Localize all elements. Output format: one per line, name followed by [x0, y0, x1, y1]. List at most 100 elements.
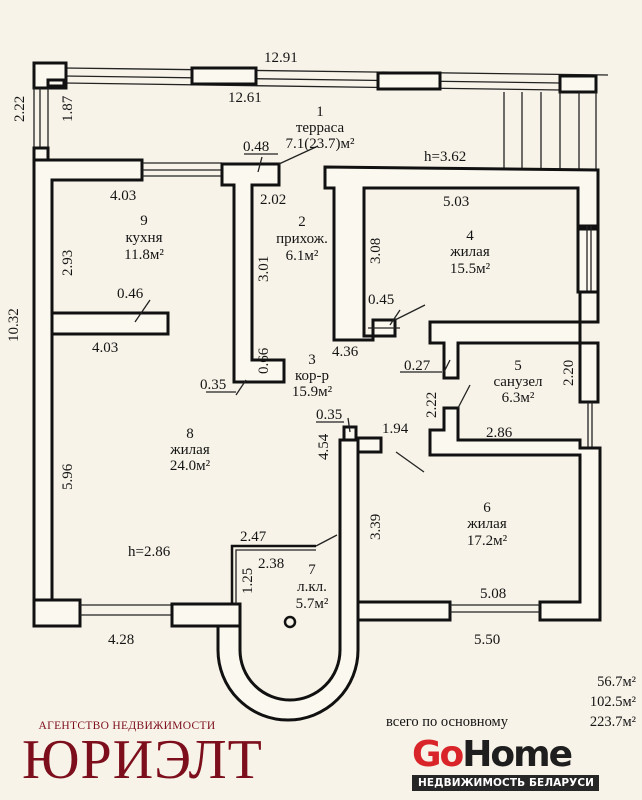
total-all: 223.7м² [590, 714, 637, 730]
leader-lines [134, 145, 471, 547]
total-living: 56.7м² [597, 674, 637, 690]
dim-hall-side: 3.01 [256, 256, 272, 282]
svg-text:7.1(23.7)м²: 7.1(23.7)м² [286, 136, 355, 152]
svg-text:л.кл.: л.кл. [297, 579, 327, 595]
svg-text:11.8м²: 11.8м² [124, 247, 164, 263]
dim-corridor-side: 4.54 [316, 433, 332, 460]
wall-room4-bottom [428, 290, 600, 380]
terrace-rail-mid [63, 75, 561, 84]
svg-text:8: 8 [186, 426, 194, 442]
dim-house-depth: 10.32 [6, 308, 22, 342]
dim-stair-side: 1.25 [240, 568, 256, 594]
dim-corridor-wall-left: 0.35 [200, 377, 226, 393]
room-6-label: 6 жилая 17.2м² [466, 500, 507, 549]
stair-post-circle [283, 615, 297, 629]
wall-bath-bottom [428, 406, 602, 622]
dim-hall-width: 2.02 [260, 192, 286, 208]
dim-bath-side-right: 2.20 [561, 360, 577, 386]
terrace-post-right [558, 74, 598, 94]
dim-kitchen-wall: 0.46 [117, 286, 144, 302]
terrace-rail-outer [63, 67, 609, 76]
dim-room4-width: 5.03 [443, 194, 469, 210]
dim-terrace-outer-depth: 2.22 [12, 96, 28, 122]
dim-bath-side-left: 2.22 [424, 392, 440, 418]
svg-text:15.5м²: 15.5м² [450, 261, 491, 277]
wall-bath-right [578, 341, 600, 404]
svg-text:5.7м²: 5.7м² [296, 596, 329, 612]
dim-house-right-bottom: 5.50 [474, 632, 500, 648]
svg-text:1: 1 [316, 104, 324, 120]
svg-text:15.9м²: 15.9м² [292, 384, 333, 400]
svg-text:3: 3 [308, 352, 316, 368]
dim-terrace-wall: 0.48 [243, 139, 269, 155]
room-7-label: 7 л.кл. 5.7м² [296, 562, 329, 612]
room-5-label: 5 санузел 6.3м² [493, 358, 543, 406]
wall-kitchen-divider [50, 311, 170, 336]
total-all-label: всего по основному [386, 714, 509, 730]
total-area: 102.5м² [590, 694, 637, 710]
svg-text:7: 7 [308, 562, 316, 578]
terrace-stairs [503, 92, 597, 169]
svg-text:6.1м²: 6.1м² [286, 248, 319, 264]
svg-text:терраса: терраса [296, 120, 345, 136]
room-3-label: 3 кор-р 15.9м² [292, 352, 333, 400]
wall-left [32, 158, 144, 622]
terrace-corner-inner [46, 78, 66, 88]
svg-text:17.2м²: 17.2м² [467, 533, 508, 549]
room-9-label: 9 кухня 11.8м² [124, 213, 164, 263]
dim-corridor-wall-right: 0.35 [316, 407, 342, 423]
svg-text:кухня: кухня [125, 230, 162, 246]
wall-stair-curve [216, 438, 360, 722]
exterior-walls [32, 158, 602, 722]
wall-hall-left [220, 162, 286, 384]
svg-text:санузел: санузел [493, 374, 543, 390]
svg-text:5: 5 [514, 358, 522, 374]
dim-kitchen-side: 2.93 [60, 250, 76, 276]
terrace-rail-inner [63, 82, 561, 91]
dim-ceiling-terrace: h=3.62 [424, 149, 466, 165]
room-2-label: 2 прихож. 6.1м² [276, 214, 328, 264]
dim-room4-bottom: 4.36 [332, 344, 359, 360]
gohome-watermark: GoHome НЕДВИЖИМОСТЬ БЕЛАРУСИ [412, 734, 600, 791]
dim-corridor-door: 1.94 [382, 421, 409, 437]
dim-terrace-inner-width: 12.61 [228, 90, 262, 106]
room-1-label: 1 терраса 7.1(23.7)м² [286, 104, 355, 152]
dim-kitchen-bottom: 4.03 [92, 340, 118, 356]
svg-text:жилая: жилая [169, 442, 210, 458]
dim-room4-wall: 0.45 [368, 292, 394, 308]
dim-kitchen-top: 4.03 [110, 188, 136, 204]
room-4-label: 4 жилая 15.5м² [449, 228, 490, 277]
yurielt-name: ЮРИЭЛТ [22, 729, 263, 791]
gohome-go: Go [412, 734, 464, 775]
svg-text:прихож.: прихож. [276, 231, 328, 247]
area-totals: 56.7м² 102.5м² всего по основному 223.7м… [386, 674, 637, 730]
gohome-tagline: НЕДВИЖИМОСТЬ БЕЛАРУСИ [412, 775, 600, 791]
terrace [32, 61, 609, 169]
svg-text:6: 6 [483, 500, 491, 516]
dim-terrace-outer-width: 12.91 [264, 50, 298, 66]
terrace-side-post [32, 146, 50, 162]
dim-room8-side: 5.96 [60, 463, 76, 490]
stair-landing-line [230, 544, 316, 604]
terrace-post [190, 66, 258, 86]
dim-stair-outer: 2.47 [240, 529, 267, 545]
terrace-post [376, 71, 442, 91]
yurielt-subtitle: АГЕНТСТВО НЕДВИЖИМОСТИ [38, 720, 216, 732]
svg-text:2: 2 [298, 214, 306, 230]
svg-text:жилая: жилая [466, 516, 507, 532]
svg-text:кор-р: кор-р [295, 368, 329, 384]
dim-room4-side: 3.08 [368, 238, 384, 264]
gohome-home: Home [462, 734, 573, 775]
dim-terrace-inner-depth: 1.87 [60, 95, 76, 122]
dim-ceiling-living: h=2.86 [128, 544, 171, 560]
dim-bath-bottom: 2.86 [486, 425, 513, 441]
svg-text:4: 4 [466, 228, 474, 244]
svg-text:24.0м²: 24.0м² [170, 458, 211, 474]
yurielt-logo: АГЕНТСТВО НЕДВИЖИМОСТИ ЮРИЭЛТ [22, 720, 263, 791]
dimension-labels: 12.91 12.61 4.03 0.48 2.02 0.46 4.03 0.3… [6, 50, 577, 648]
dim-house-left-bottom: 4.28 [108, 632, 134, 648]
room-8-label: 8 жилая 24.0м² [169, 426, 210, 474]
dim-bath-wall: 0.27 [404, 358, 431, 374]
dim-room6-bottom: 5.08 [480, 586, 506, 602]
wall-right-segment [576, 227, 600, 294]
